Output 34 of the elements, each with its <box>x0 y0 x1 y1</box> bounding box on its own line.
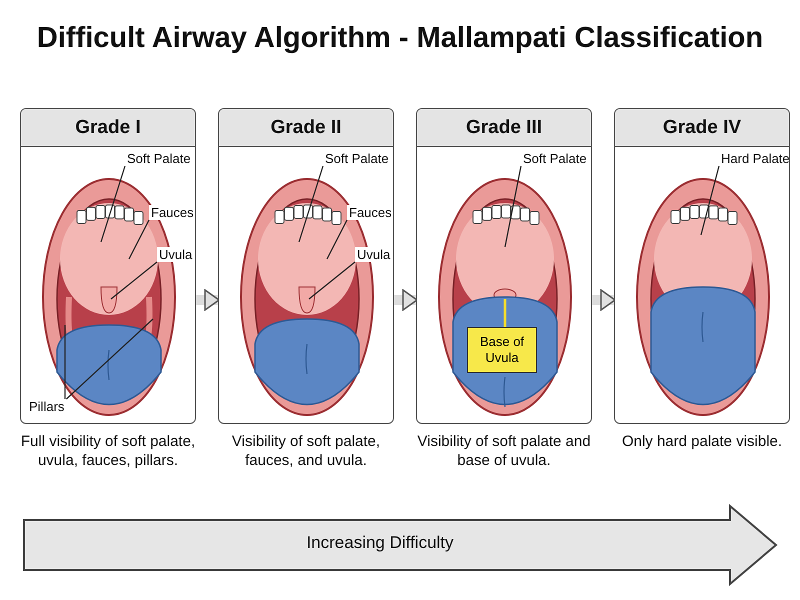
part-label: Soft Palate <box>323 151 391 166</box>
part-label: Pillars <box>27 399 66 414</box>
grade-description: Visibility of soft palate and base of uvula. <box>416 432 592 470</box>
leader-line <box>66 318 154 400</box>
leader-line <box>128 220 150 260</box>
part-label: Fauces <box>347 205 393 220</box>
arrow <box>592 289 616 311</box>
part-label: Soft Palate <box>125 151 193 166</box>
grade-description: Full visibility of soft palate, uvula, fauces, pillars. <box>20 432 196 470</box>
grade-panel <box>416 108 592 424</box>
highlighted-label: Base of Uvula <box>467 327 537 373</box>
panel-header: Grade IV <box>615 109 789 147</box>
arrow <box>394 289 418 311</box>
diagram-title: Difficult Airway Algorithm - Mallampati Classification <box>36 22 764 55</box>
grade-description: Visibility of soft palate, fauces, and uvula. <box>230 432 382 470</box>
grade-panel <box>20 108 196 424</box>
leader-line <box>504 299 506 327</box>
part-label: Uvula <box>355 247 392 262</box>
part-label: Hard Palate <box>719 151 789 166</box>
leader-line <box>64 325 66 399</box>
part-label: Uvula <box>157 247 194 262</box>
panel-header: Grade II <box>219 109 393 147</box>
leader-line <box>110 262 158 300</box>
leader-line <box>308 262 356 300</box>
direction-label: Increasing Difficulty <box>306 533 454 553</box>
part-label: Soft Palate <box>521 151 589 166</box>
arrow <box>196 289 220 311</box>
part-label: Fauces <box>149 205 195 220</box>
panel-header: Grade I <box>21 109 195 147</box>
grade-panel <box>614 108 790 424</box>
grade-description: Only hard palate visible. <box>620 432 784 451</box>
panel-header: Grade III <box>417 109 591 147</box>
grade-panel <box>218 108 394 424</box>
leader-line <box>326 220 348 260</box>
